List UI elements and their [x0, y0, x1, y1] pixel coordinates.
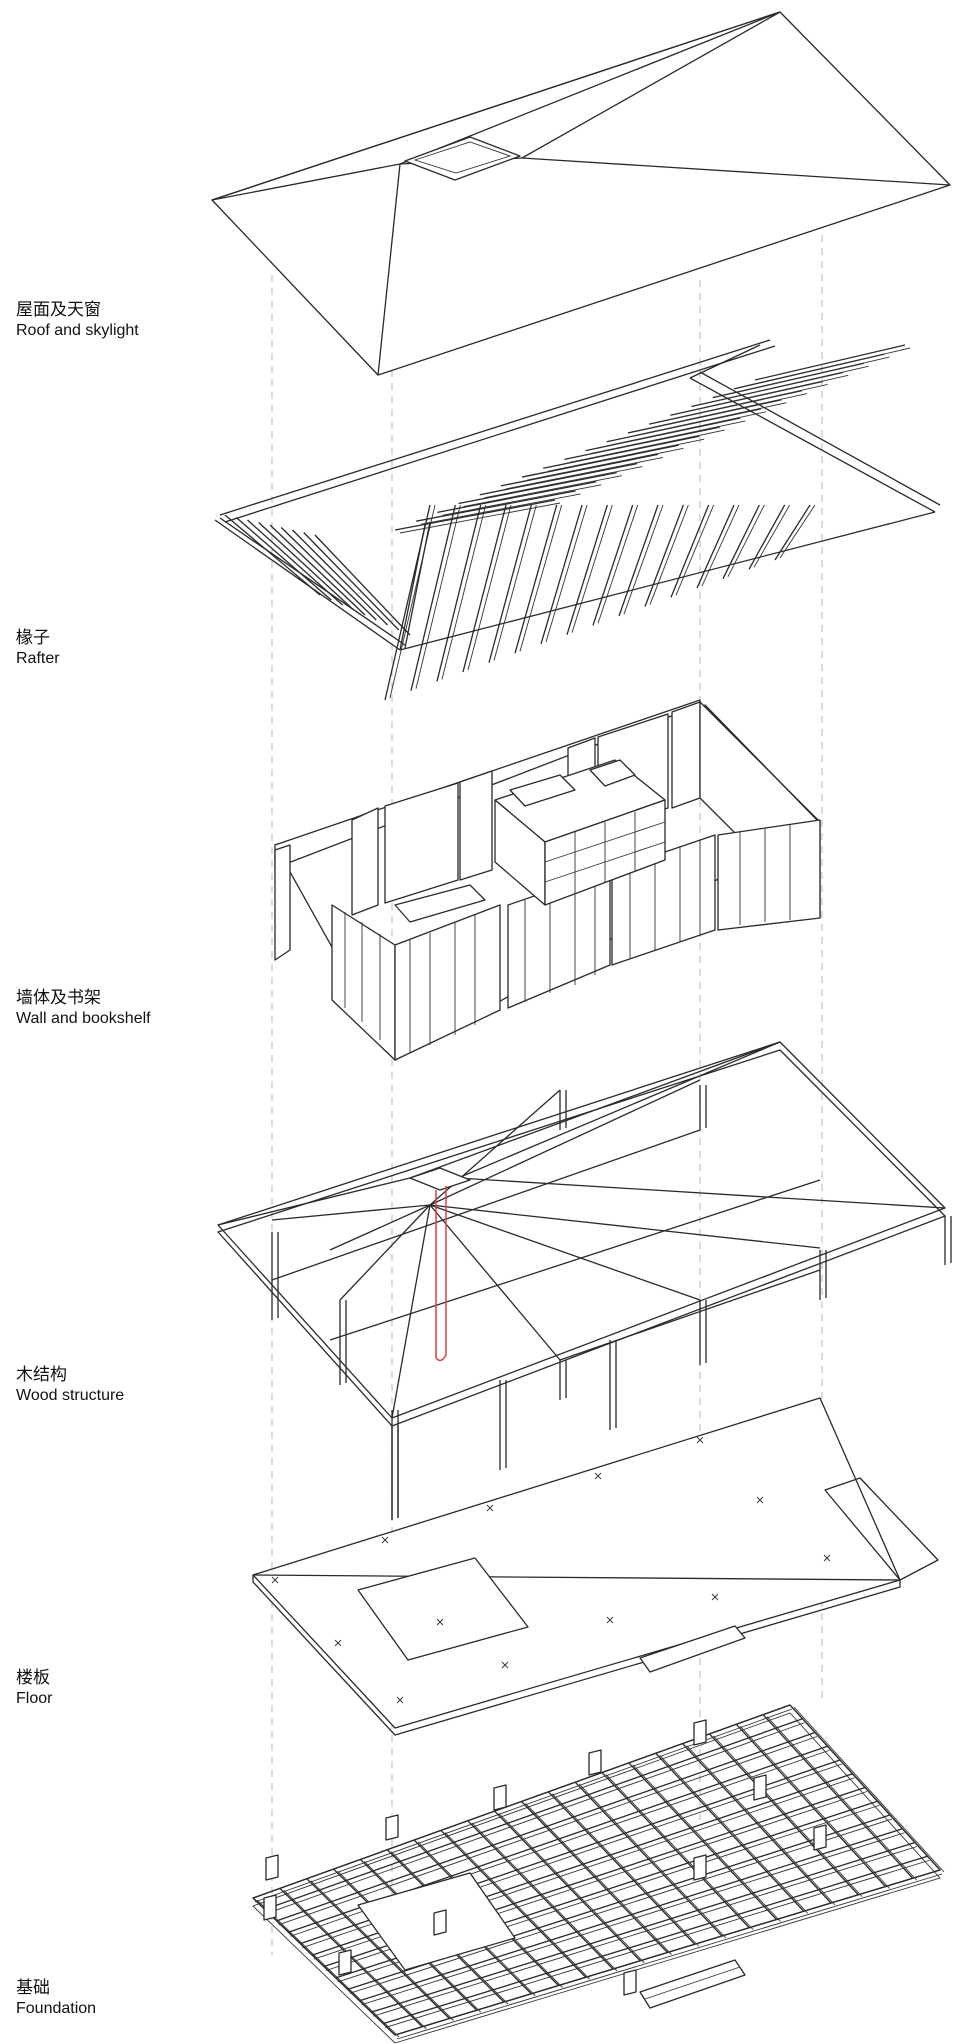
foundation-layer: [252, 1704, 945, 2044]
label-rafter: 椽子 Rafter: [16, 628, 60, 669]
skylight: [404, 136, 521, 181]
rafter-label-en: Rafter: [16, 650, 60, 668]
label-roof: 屋面及天窗 Roof and skylight: [16, 300, 139, 341]
floor-label-zh: 楼板: [16, 1668, 50, 1688]
wall-label-en: Wall and bookshelf: [16, 1010, 151, 1028]
label-floor: 楼板 Floor: [16, 1668, 52, 1709]
floor-label-en: Floor: [16, 1690, 53, 1708]
label-wall: 墙体及书架 Wall and bookshelf: [16, 988, 151, 1029]
rafter-layer: [214, 339, 941, 701]
wall-layer: [274, 699, 821, 1061]
label-foundation: 基础 Foundation: [16, 1978, 96, 2019]
wood-label-en: Wood structure: [16, 1387, 125, 1405]
wood-label-zh: 木结构: [16, 1365, 67, 1385]
roof-label-en: Roof and skylight: [16, 322, 139, 340]
wood-structure-layer: [217, 1041, 952, 1520]
foundation-label-zh: 基础: [16, 1978, 50, 1998]
wall-label-zh: 墙体及书架: [16, 988, 101, 1008]
roof-layer: [211, 11, 951, 376]
roof-label-zh: 屋面及天窗: [16, 300, 101, 320]
alignment-guides: [271, 235, 823, 1955]
label-wood: 木结构 Wood structure: [16, 1365, 124, 1406]
foundation-label-en: Foundation: [16, 2000, 97, 2018]
floor-layer: [252, 1397, 939, 1736]
rafter-label-zh: 椽子: [16, 628, 50, 648]
